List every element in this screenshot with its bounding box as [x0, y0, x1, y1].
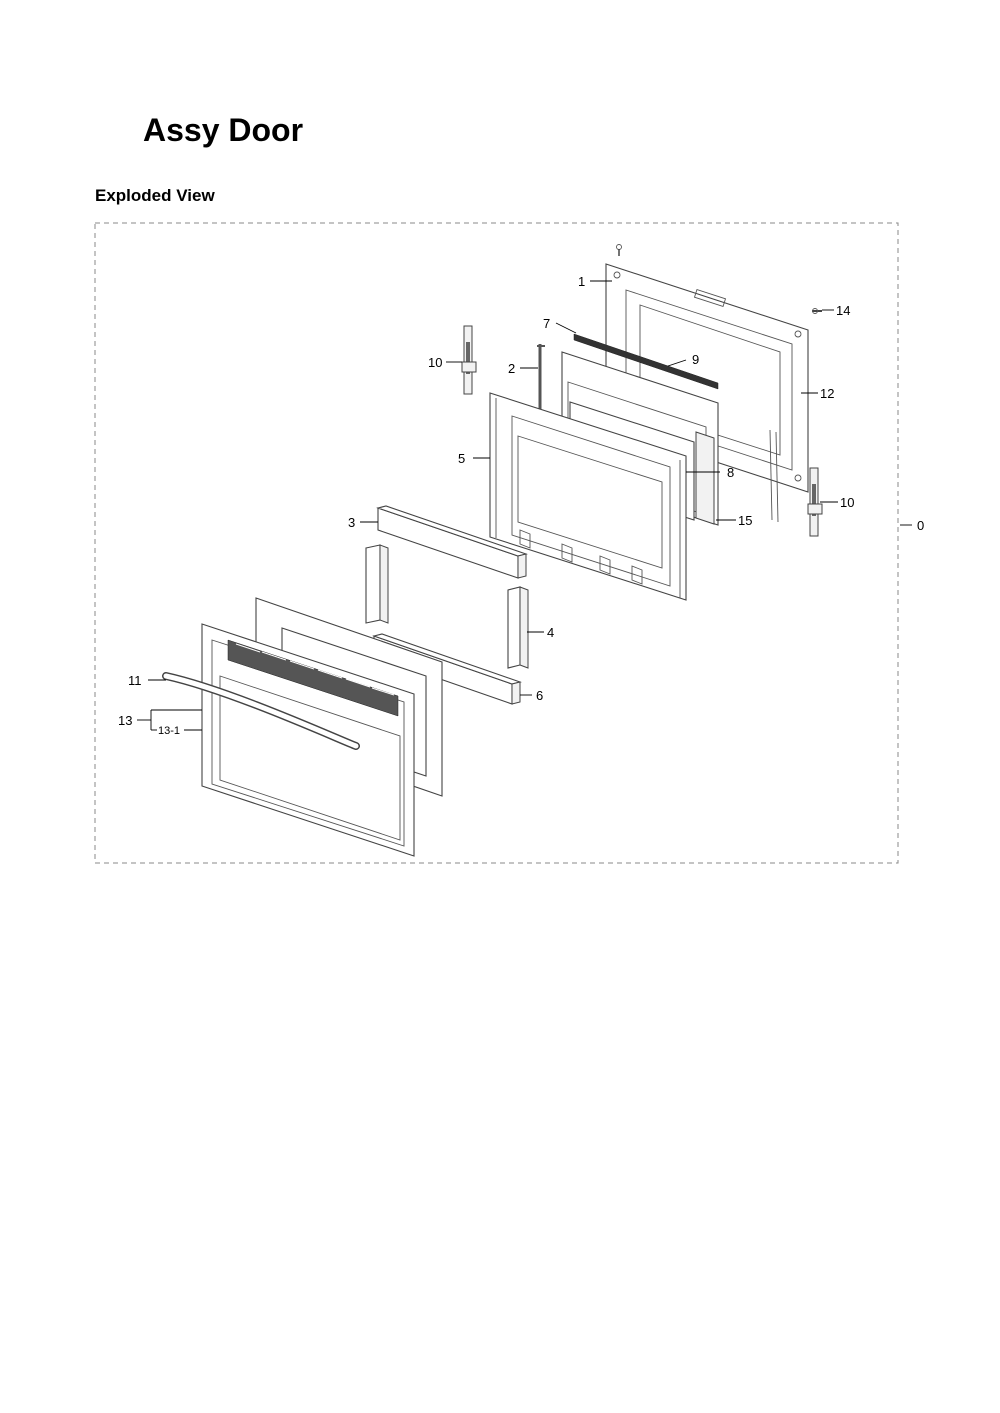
label-14: 14: [836, 303, 850, 318]
part-5-inner-panel: [489, 392, 687, 601]
label-0: 0: [917, 518, 924, 533]
leader-lines: [137, 280, 912, 731]
label-2: 2: [508, 361, 515, 376]
part-2-rod: [537, 344, 545, 412]
part-1-screw: [616, 244, 622, 256]
part-10-hinge-left: [461, 325, 477, 395]
part-4-insulation: [365, 544, 529, 669]
page-title: Assy Door: [143, 112, 304, 148]
label-13: 13: [118, 713, 132, 728]
label-5: 5: [458, 451, 465, 466]
section-title: Exploded View: [95, 186, 215, 205]
label-1: 1: [578, 274, 585, 289]
label-8: 8: [727, 465, 734, 480]
part-14-screw: [812, 308, 822, 314]
label-4: 4: [547, 625, 554, 640]
label-10-right: 10: [840, 495, 854, 510]
part-7-strip: [573, 333, 719, 390]
part-3-insulation: [376, 505, 528, 579]
label-13-1: 13-1: [158, 725, 180, 737]
part-10-hinge-right: [807, 467, 823, 537]
part-15-bracket: [695, 431, 715, 525]
label-10-left: 10: [428, 355, 442, 370]
label-9: 9: [692, 352, 699, 367]
part-13-outer-door: [201, 623, 415, 857]
part-11-handle: [162, 672, 360, 750]
label-7: 7: [543, 316, 550, 331]
label-15: 15: [738, 513, 752, 528]
label-11: 11: [128, 673, 142, 688]
label-6: 6: [536, 688, 543, 703]
label-3: 3: [348, 515, 355, 530]
label-12: 12: [820, 386, 834, 401]
diagram-frame: [94, 222, 899, 864]
